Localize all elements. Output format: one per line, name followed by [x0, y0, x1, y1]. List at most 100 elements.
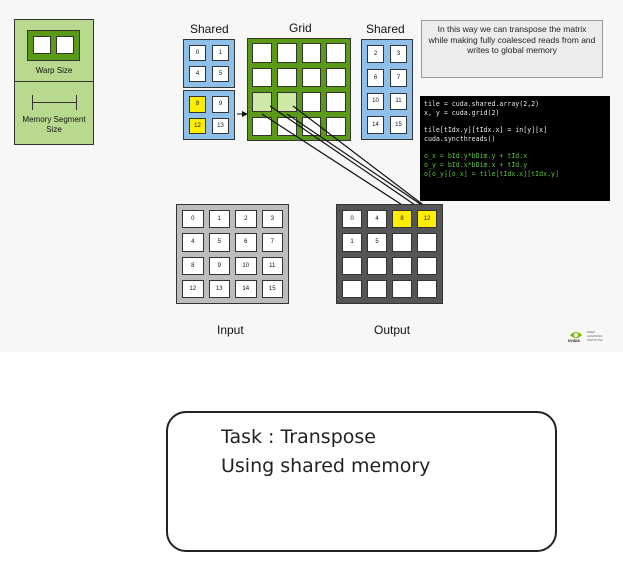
shared-cell: 9: [212, 96, 229, 113]
shared-cell: 5: [212, 66, 229, 82]
output-cell: [417, 233, 437, 252]
input-cell: 11: [261, 256, 283, 275]
output-cell: [367, 279, 387, 298]
output-cell: 5: [367, 233, 387, 252]
grid-cell: [301, 67, 322, 87]
shared-cell: 6: [367, 68, 384, 87]
output-cell: 4: [367, 210, 387, 229]
warp-size-label: Warp Size: [35, 66, 73, 75]
grid-cell-active: [252, 92, 272, 112]
input-cell: 0: [182, 210, 204, 229]
input-cell: 14: [235, 279, 257, 298]
transfer-line: [292, 105, 427, 208]
shared-cell: 1: [212, 45, 229, 61]
task-card: [166, 411, 557, 552]
transfer-line: [286, 113, 433, 213]
input-cell: 3: [261, 210, 283, 229]
input-cell: 10: [235, 256, 257, 275]
shared-cell: 0: [189, 45, 206, 61]
output-cell: 0: [342, 210, 362, 229]
grid-cell: [326, 92, 346, 112]
input-title: Input: [217, 323, 244, 337]
transfer-line: [261, 113, 414, 213]
shared-right-title: Shared: [366, 22, 405, 36]
memory-segment-label: Memory Segment: [22, 115, 86, 124]
output-cell-highlighted: 12: [417, 210, 437, 229]
input-cell: 1: [208, 210, 230, 229]
output-cell: [392, 233, 412, 252]
code-line: x, y = cuda.grid(2): [424, 108, 500, 117]
grid-cell: [252, 43, 272, 63]
input-cell: 9: [208, 256, 230, 275]
output-title: Output: [374, 323, 411, 337]
input-cell: 15: [261, 279, 283, 298]
shared-block-right: 2 3 6 7 10 11 14 15: [361, 39, 413, 140]
shared-cell: 3: [390, 45, 407, 63]
warp-size-symbol: [27, 30, 80, 61]
memory-segment-label-2: Size: [46, 125, 62, 134]
grid-cell: [301, 43, 322, 63]
code-block: tile = cuda.shared.array(2,2) x, y = cud…: [420, 96, 610, 201]
task-subtitle: Using shared memory: [221, 455, 431, 477]
input-cell: 5: [208, 233, 230, 252]
shared-block-bottom: 8 9 12 13: [183, 90, 235, 140]
code-line: o[o_y][o_x] = tile[tIdx.x][tIdx.y]: [424, 169, 559, 178]
output-cell: [342, 279, 362, 298]
nvidia-eye-icon: [570, 332, 582, 338]
logo-text-3: INSTITUTE: [587, 338, 603, 342]
shared-cell: 11: [390, 92, 407, 111]
shared-cell-highlighted: 8: [189, 96, 206, 113]
output-cell: [392, 279, 412, 298]
grid-cell: [252, 67, 272, 87]
explanation-note: In this way we can transpose the matrix …: [421, 20, 603, 78]
transfer-line: [269, 105, 419, 208]
output-cell: [342, 256, 362, 275]
code-line: cuda.syncthreads(): [424, 134, 496, 143]
logo-text-2: LEARNING: [587, 334, 603, 338]
warp-cell: [33, 36, 51, 54]
warp-cell: [56, 36, 74, 54]
thread-grid: [247, 38, 351, 141]
input-cell: 8: [182, 256, 204, 275]
input-cell: 12: [182, 279, 204, 298]
legend-divider: [15, 81, 93, 82]
shared-cell: 7: [390, 68, 407, 87]
shared-cell: 15: [390, 116, 407, 134]
memory-segment-symbol: [32, 102, 76, 103]
shared-left-title: Shared: [190, 22, 229, 36]
shared-cell: 2: [367, 45, 384, 63]
connector-lines: [237, 105, 433, 213]
code-line: tile = cuda.shared.array(2,2): [424, 100, 540, 108]
slide-area: Warp Size Memory Segment Size Shared Gri…: [14, 19, 610, 343]
output-matrix: 0 4 8 12 1 5: [336, 204, 443, 304]
output-cell: 1: [342, 233, 362, 252]
input-cell: 13: [208, 279, 230, 298]
input-matrix: 0 1 2 3 4 5 6 7 8 9 10 11 12 13 14 15: [176, 204, 289, 304]
grid-title: Grid: [289, 21, 312, 35]
segment-tick-right: [76, 95, 77, 110]
output-cell: [417, 256, 437, 275]
nvidia-brand: NVIDIA: [568, 339, 580, 343]
shared-cell: 4: [189, 66, 206, 82]
input-cell: 6: [235, 233, 257, 252]
input-cell: 7: [261, 233, 283, 252]
code-line: tile[tIdx.y][tIdx.x] = in[y][x]: [424, 126, 548, 135]
code-line: o_x = bId.y*bDim.y + tId.x: [424, 152, 528, 161]
legend-panel: Warp Size Memory Segment Size: [14, 19, 94, 145]
task-title: Task : Transpose: [221, 426, 376, 448]
grid-cell: [301, 92, 322, 112]
code-line: o_y = bId.x*bDim.x + tId.y: [424, 160, 528, 169]
shared-cell: 13: [212, 117, 229, 134]
grid-cell: [326, 43, 346, 63]
grid-cell: [276, 43, 297, 63]
shared-block-top: 0 1 4 5: [183, 39, 235, 88]
shared-cell-highlighted: 12: [189, 117, 206, 134]
output-cell: [417, 279, 437, 298]
grid-cell: [276, 67, 297, 87]
grid-cell: [326, 67, 346, 87]
input-cell: 2: [235, 210, 257, 229]
grid-cell-active: [276, 92, 297, 112]
grid-cell: [252, 116, 272, 136]
input-cell: 4: [182, 233, 204, 252]
shared-cell: 10: [367, 92, 384, 111]
